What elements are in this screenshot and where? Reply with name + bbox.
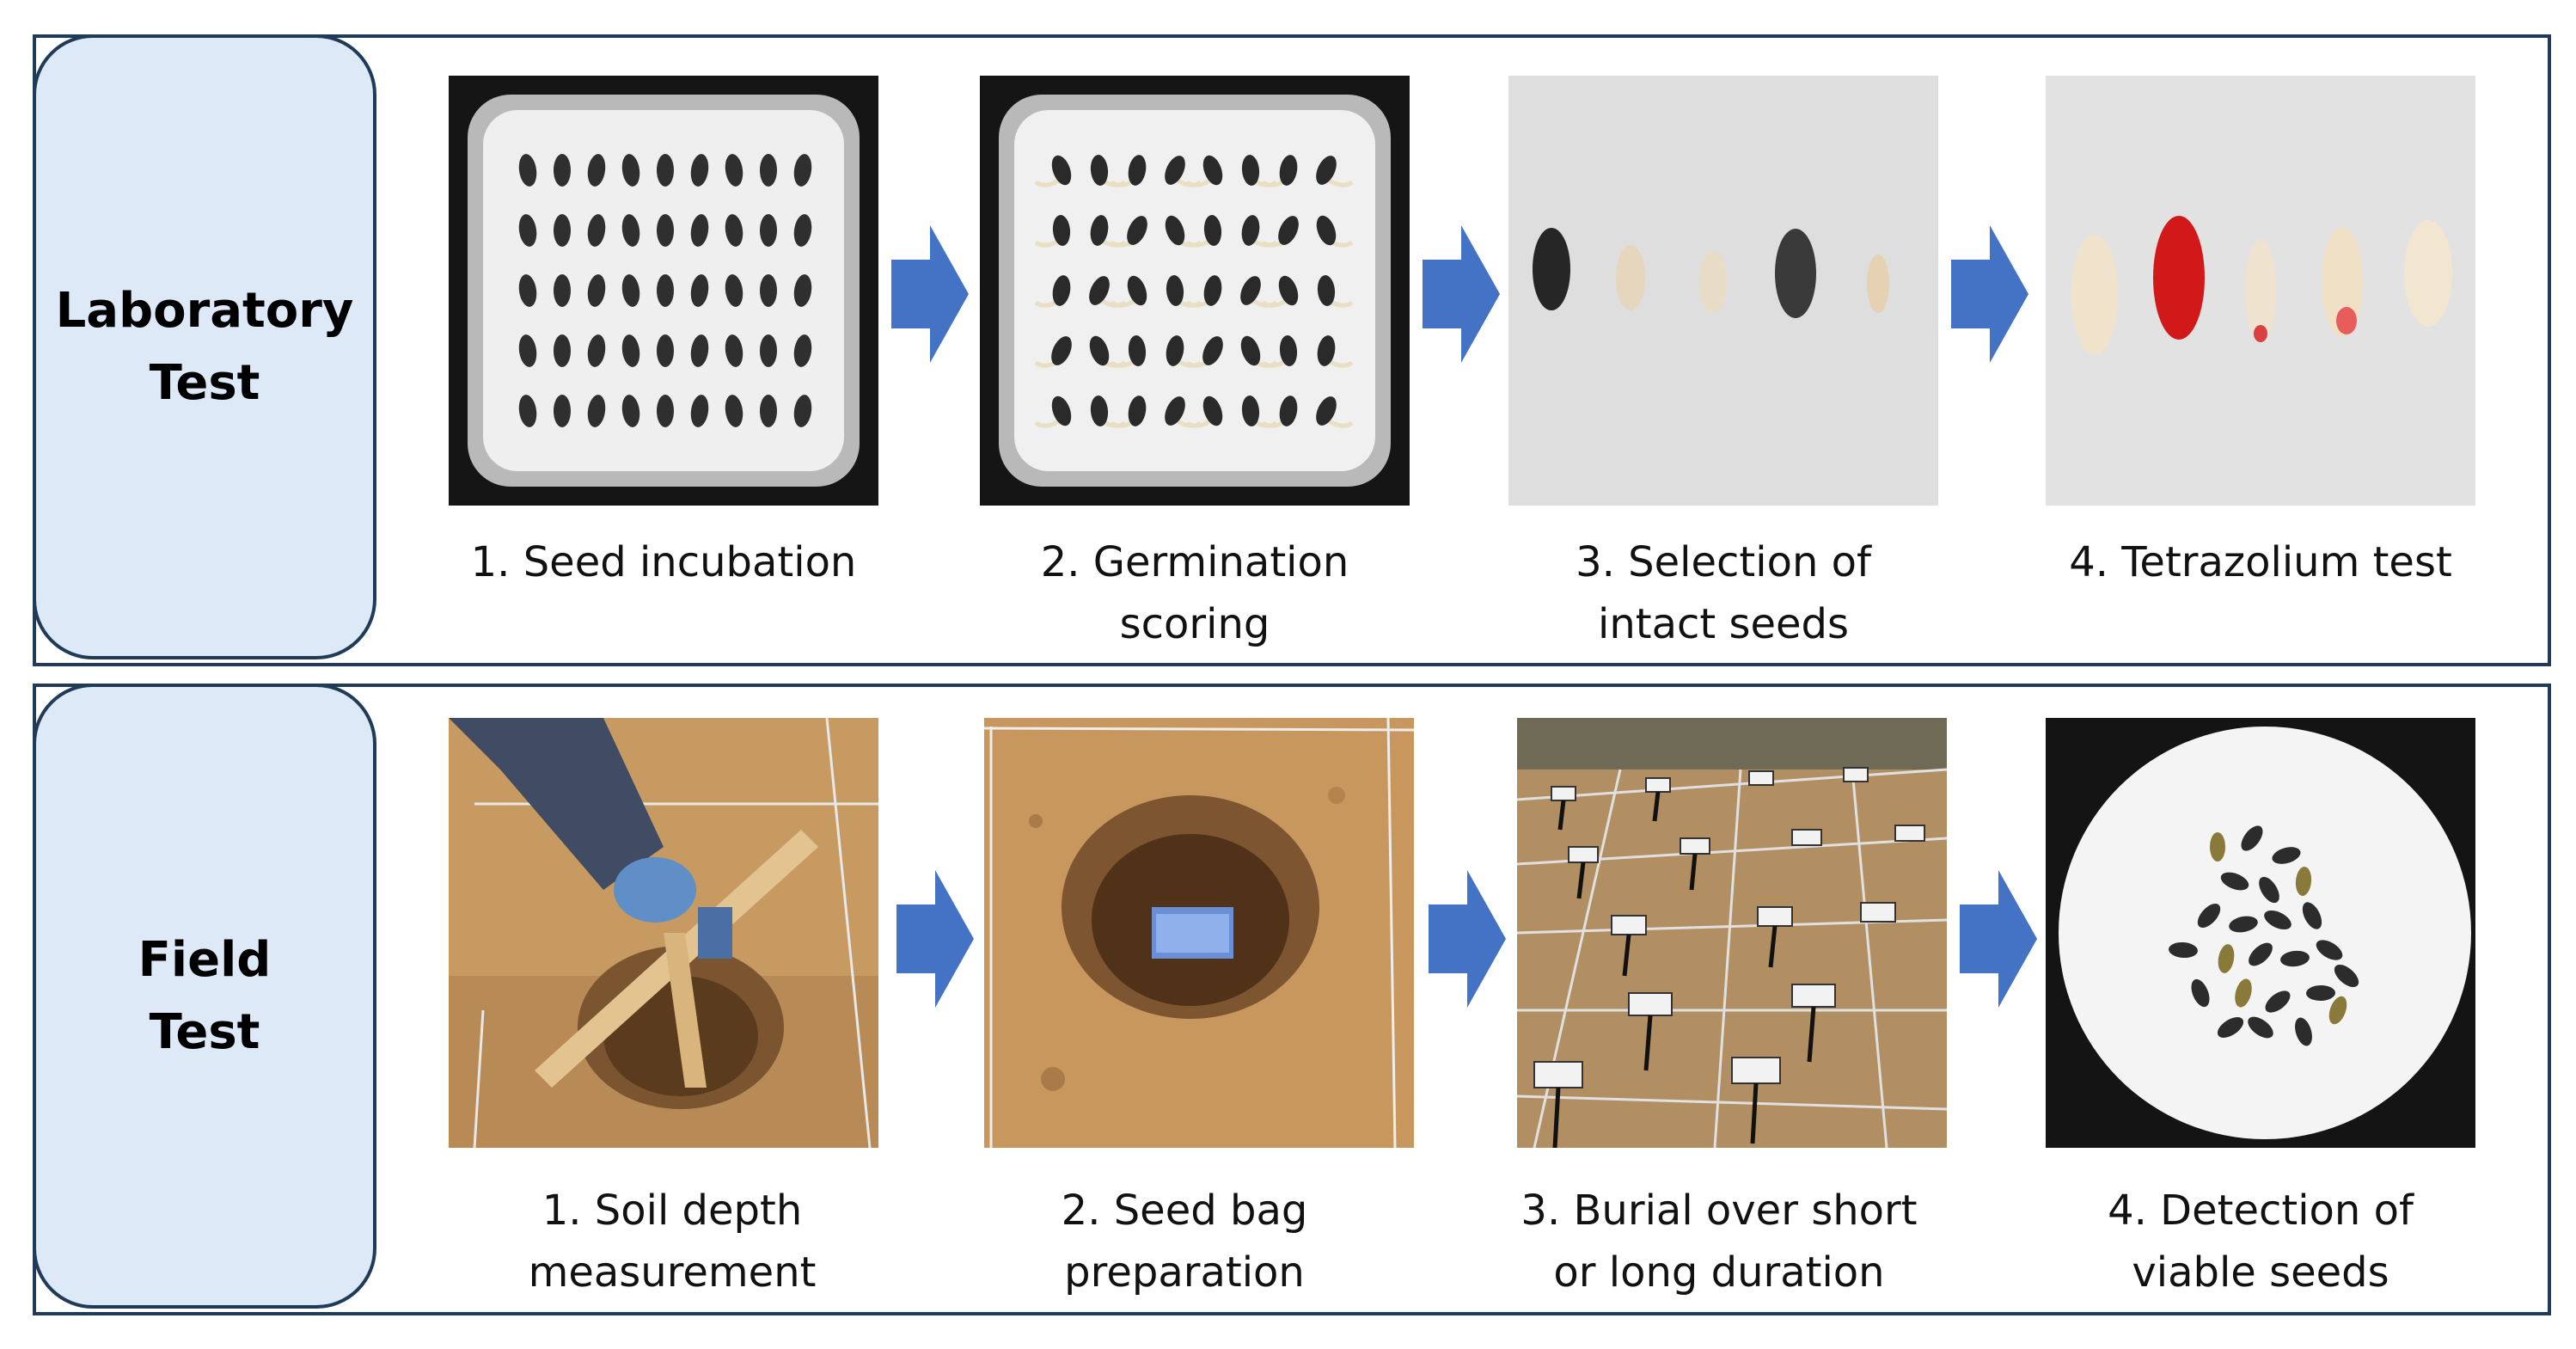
section-label-box: Field Test xyxy=(33,684,376,1309)
germinated-seeds-tray-photo xyxy=(980,76,1410,506)
flow-arrow-icon xyxy=(1960,870,2037,1008)
intact-seeds-photo xyxy=(1508,76,1938,506)
flow-arrow-icon xyxy=(896,870,974,1008)
flow-arrow-icon xyxy=(1429,870,1506,1008)
step-caption: 1. Seed incubation xyxy=(470,538,857,586)
step-caption: 2. Germination scoring xyxy=(1040,538,1349,648)
soil-depth-measurement-photo xyxy=(449,718,878,1148)
recovered-seeds-plate-photo xyxy=(2046,718,2475,1148)
field-plots-with-markers-photo xyxy=(1517,718,1947,1148)
seeds-in-tray-photo xyxy=(449,76,878,506)
section-label-box: Laboratory Test xyxy=(33,34,376,659)
flow-arrow-icon xyxy=(1951,225,2028,363)
step-caption: 4. Detection of viable seeds xyxy=(2108,1187,2414,1297)
step-caption: 2. Seed bag preparation xyxy=(1061,1187,1308,1297)
step-caption: 3. Selection of intact seeds xyxy=(1576,538,1871,648)
seed-bag-in-hole-photo xyxy=(984,718,1414,1148)
step-caption: 1. Soil depth measurement xyxy=(528,1187,817,1297)
flow-arrow-icon xyxy=(891,225,969,363)
step-caption: 3. Burial over short or long duration xyxy=(1521,1187,1918,1297)
stained-seeds-photo xyxy=(2046,76,2475,506)
flow-arrow-icon xyxy=(1423,225,1500,363)
section-label: Laboratory Test xyxy=(55,282,354,411)
section-label: Field Test xyxy=(138,931,272,1060)
step-caption: 4. Tetrazolium test xyxy=(2069,538,2452,586)
